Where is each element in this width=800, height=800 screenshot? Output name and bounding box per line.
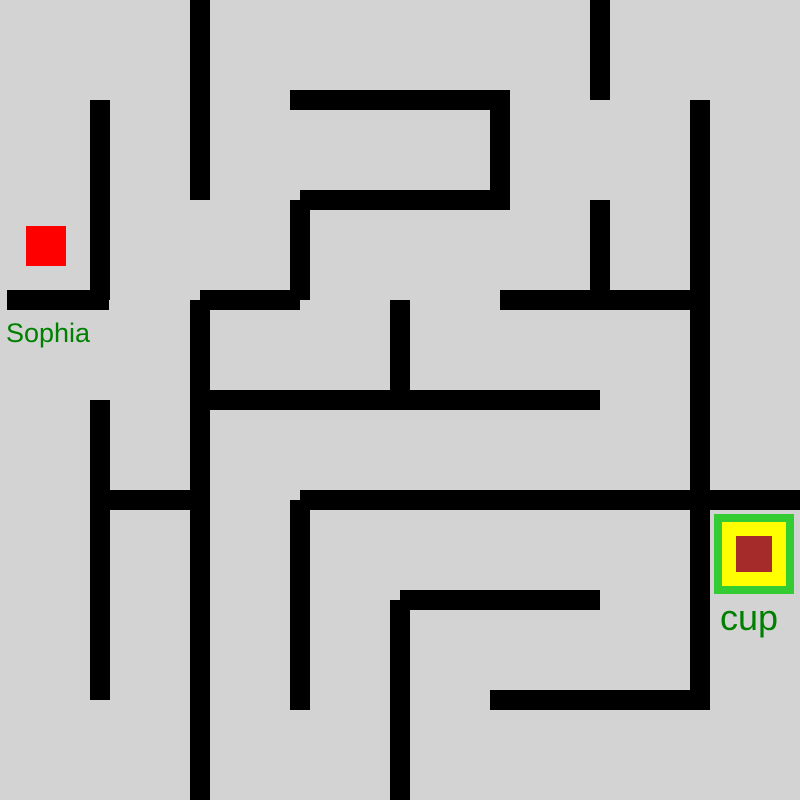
player-marker	[26, 226, 66, 266]
maze-wall	[90, 100, 110, 300]
maze-wall	[200, 290, 300, 310]
maze-wall	[590, 0, 610, 100]
goal-label: cup	[720, 597, 779, 638]
maze-wall	[490, 690, 710, 710]
maze-wall	[500, 290, 700, 310]
player-label: Sophia	[6, 318, 91, 348]
maze-wall	[590, 200, 610, 300]
maze-wall	[390, 600, 410, 800]
maze-wall	[300, 490, 800, 510]
maze-wall	[90, 400, 110, 700]
maze-wall	[290, 500, 310, 710]
goal-core	[736, 536, 772, 572]
maze-wall	[100, 490, 200, 510]
maze-wall	[290, 200, 310, 300]
goal-ring	[722, 522, 786, 586]
maze-wall	[190, 0, 210, 200]
maze-wall	[200, 390, 600, 410]
maze-wall	[7, 290, 109, 310]
maze-wall	[490, 90, 510, 210]
maze-wall	[300, 190, 500, 210]
maze-wall	[400, 590, 600, 610]
maze-wall	[390, 300, 410, 400]
goal-marker	[714, 514, 794, 594]
maze-wall	[190, 300, 210, 800]
maze-wall	[290, 90, 510, 110]
maze-wall	[690, 100, 710, 700]
